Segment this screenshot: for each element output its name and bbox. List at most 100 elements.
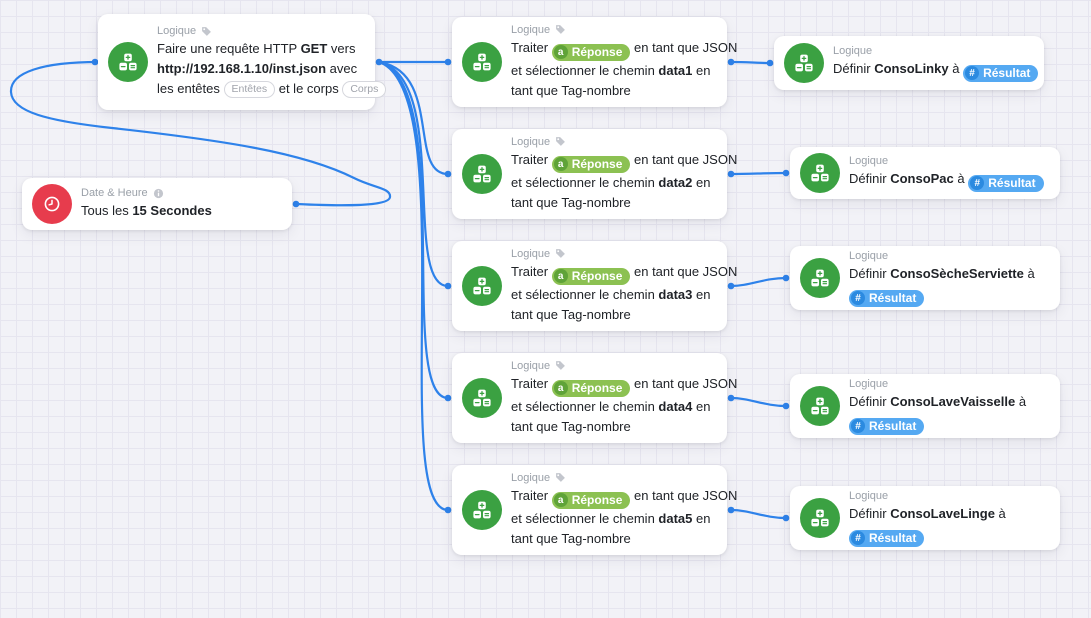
logic-blocks-icon: [462, 490, 502, 530]
connector-dot[interactable]: [444, 282, 452, 290]
node-category-label: Logique: [849, 489, 889, 502]
tag-icon: [202, 26, 212, 36]
text-variable-icon: a: [553, 381, 568, 395]
connector-dot[interactable]: [444, 170, 452, 178]
connector-dot[interactable]: [727, 506, 735, 514]
tag-icon: [556, 25, 566, 34]
badge-label: Réponse: [571, 380, 623, 395]
connector-dot[interactable]: [782, 169, 790, 177]
tag-icon: [556, 361, 566, 370]
corps-chip[interactable]: Corps: [342, 81, 387, 98]
resultat-badge[interactable]: #Résultat: [968, 174, 1044, 192]
wire-parse3-to-set3[interactable]: [729, 276, 788, 288]
badge-label: Réponse: [571, 156, 623, 171]
wire-parse1-to-set1[interactable]: [729, 60, 772, 65]
tag-icon: [556, 137, 566, 146]
wire-timer-to-http[interactable]: [9, 60, 392, 207]
node-category-label: Logique: [511, 135, 551, 148]
entetes-chip[interactable]: Entêtes: [223, 81, 276, 98]
badge-label: Réponse: [571, 268, 623, 283]
number-variable-icon: #: [851, 531, 865, 545]
node-timer[interactable]: Date & Heure Tous les 15 Secondes: [22, 178, 292, 230]
wire-http-to-parse5[interactable]: [377, 60, 450, 512]
connector-dot[interactable]: [727, 170, 735, 178]
connector-dot[interactable]: [782, 514, 790, 522]
connector-dot[interactable]: [375, 58, 383, 66]
connector-dot[interactable]: [782, 402, 790, 410]
node-category-label: Logique: [511, 23, 551, 36]
connector-dot[interactable]: [91, 58, 99, 66]
logic-blocks-icon: [462, 42, 502, 82]
clock-icon: [32, 184, 72, 224]
connector-dot[interactable]: [444, 394, 452, 402]
resultat-badge[interactable]: #Résultat: [963, 64, 1039, 82]
text-variable-icon: a: [553, 45, 568, 59]
resultat-badge[interactable]: # Résultat: [849, 529, 925, 547]
wire-parse5-to-set5[interactable]: [729, 508, 788, 520]
wire-http-to-parse3[interactable]: [377, 60, 450, 288]
node-category-label: Logique: [511, 247, 551, 260]
node-category-label: Logique: [833, 44, 873, 57]
node-text: Définir ConsoLaveLinge à#Résultat: [849, 505, 1006, 547]
logic-blocks-icon: [800, 153, 840, 193]
text-variable-icon: a: [553, 493, 568, 507]
node-category-label: Logique: [157, 25, 197, 37]
logic-blocks-icon: [462, 378, 502, 418]
logic-blocks-icon: [462, 266, 502, 306]
connector-dot[interactable]: [766, 59, 774, 67]
node-category-label: Logique: [849, 154, 889, 167]
info-icon: [153, 188, 163, 198]
wire-http-to-parse4[interactable]: [377, 60, 450, 400]
connector-dot[interactable]: [444, 506, 452, 514]
logic-blocks-icon: [462, 154, 502, 194]
number-variable-icon: #: [851, 419, 865, 433]
node-text: Définir ConsoPac à #Résultat: [849, 169, 1044, 192]
badge-label: Résultat: [988, 175, 1036, 190]
number-variable-icon: #: [851, 291, 865, 305]
number-variable-icon: #: [965, 66, 980, 80]
badge-label: Réponse: [571, 492, 623, 507]
connector-dot[interactable]: [727, 394, 735, 402]
connector-dot[interactable]: [444, 58, 452, 66]
wire-parse2-to-set2[interactable]: [729, 171, 788, 176]
logic-blocks-icon: [800, 386, 840, 426]
resultat-badge[interactable]: #Résultat: [849, 417, 925, 435]
wire-parse4-to-set4[interactable]: [729, 396, 788, 408]
wire-http-to-parse2[interactable]: [377, 60, 450, 176]
connector-dot[interactable]: [292, 200, 300, 208]
node-category-label: Logique: [511, 471, 551, 484]
badge-label: Résultat: [983, 65, 1031, 80]
node-text: Définir ConsoSècheServiette à#Résultat: [849, 265, 1035, 307]
text-variable-icon: a: [553, 157, 568, 171]
connector-dot[interactable]: [782, 274, 790, 282]
connector-dot[interactable]: [727, 58, 735, 66]
node-category-label: Logique: [849, 249, 889, 262]
badge-label: Résultat: [869, 530, 917, 545]
connector-dot[interactable]: [727, 282, 735, 290]
resultat-badge[interactable]: #Résultat: [849, 289, 925, 307]
logic-blocks-icon: [784, 43, 824, 83]
number-variable-icon: #: [970, 176, 985, 190]
